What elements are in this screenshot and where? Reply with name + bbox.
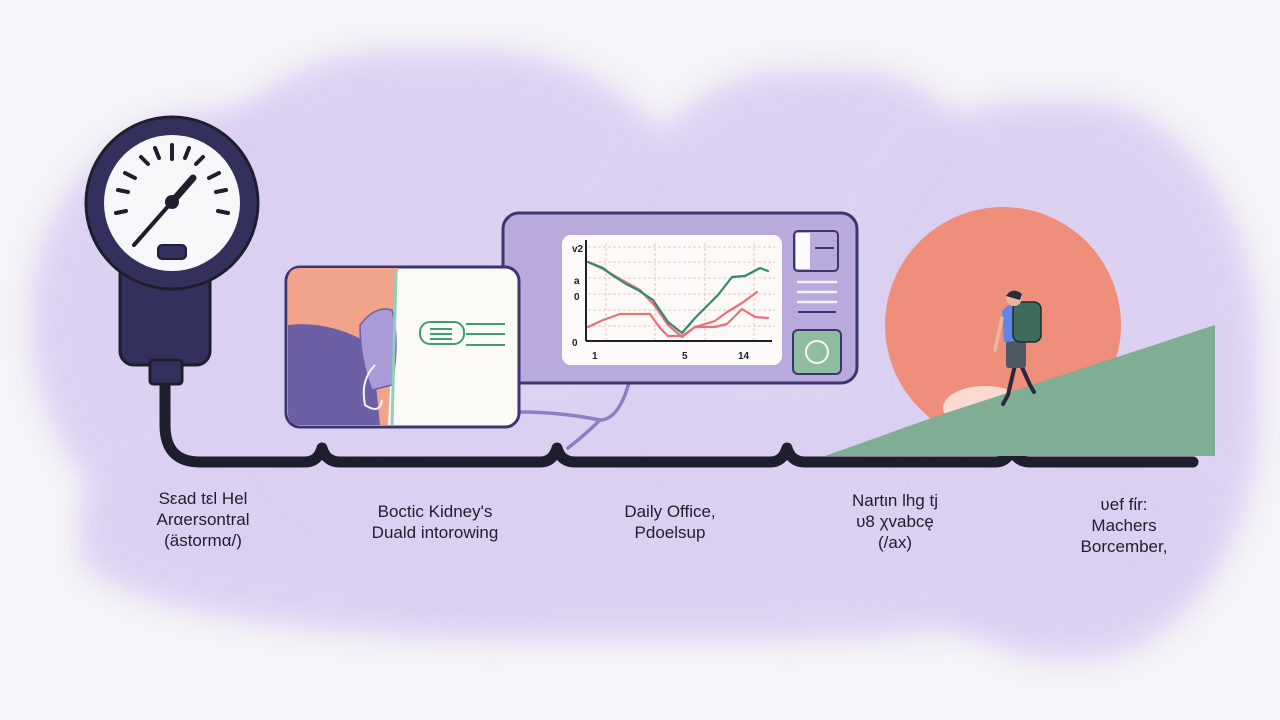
- panel-menu-icon: [796, 280, 838, 304]
- milestone-label-line: Duald intorowing: [371, 523, 499, 542]
- x-tick-label: 14: [738, 351, 750, 362]
- milestone-label-line: υ8 χvabcę: [856, 512, 934, 531]
- hiker-scene: [825, 207, 1215, 456]
- milestone-label-line: Boctic Kidney's: [377, 502, 493, 521]
- milestone-label-activity: Nartιn lhg tj υ8 χvabcę (/ax): [795, 490, 995, 553]
- milestone-label-line: Borcember,: [1080, 537, 1168, 556]
- timeline-line: [159, 376, 1199, 468]
- milestone-label-line: Nartιn lhg tj: [852, 491, 938, 510]
- connector-cable: [518, 378, 632, 450]
- milestone-label-line: Machers: [1091, 516, 1157, 535]
- hiker-figure-icon: [993, 290, 1042, 406]
- milestone-label-line: Pdoelsup: [634, 523, 706, 542]
- milestone-label-line: Daily Office,: [624, 502, 716, 521]
- y-tick-label: 0: [572, 338, 578, 349]
- y-tick-label: 0: [574, 292, 580, 303]
- milestone-label-hike: ʋef fίr: Machers Borcember,: [1024, 494, 1224, 557]
- x-tick-label: 5: [682, 351, 688, 362]
- x-tick-label: 1: [592, 351, 598, 362]
- chart-line-green: [586, 260, 770, 335]
- monitor-panel: v2 a 0 0 1 5 14: [501, 211, 859, 385]
- panel-record-button-icon: [792, 329, 842, 375]
- patient-card-panel: [284, 265, 521, 429]
- milestone-label-line: (/ax): [878, 533, 912, 552]
- milestone-label-office: Daily Office, Pdoelsup: [570, 501, 770, 543]
- y-tick-label: v2: [572, 244, 584, 255]
- milestone-label-line: ʋef fίr:: [1100, 495, 1148, 514]
- milestone-label-line: (ästormα/): [164, 531, 242, 550]
- pressure-gauge-icon: [84, 115, 260, 386]
- milestone-label-line: Sεad tεl Hel: [158, 489, 248, 508]
- milestone-label-line: Arαersontral: [156, 510, 250, 529]
- milestone-label-kidney: Boctic Kidney's Duald intorowing: [335, 501, 535, 543]
- chart-lines: [586, 260, 770, 339]
- milestone-label-gauge: Sεad tεl Hel Arαersontral (ästormα/): [103, 488, 303, 551]
- y-tick-label: a: [574, 276, 580, 287]
